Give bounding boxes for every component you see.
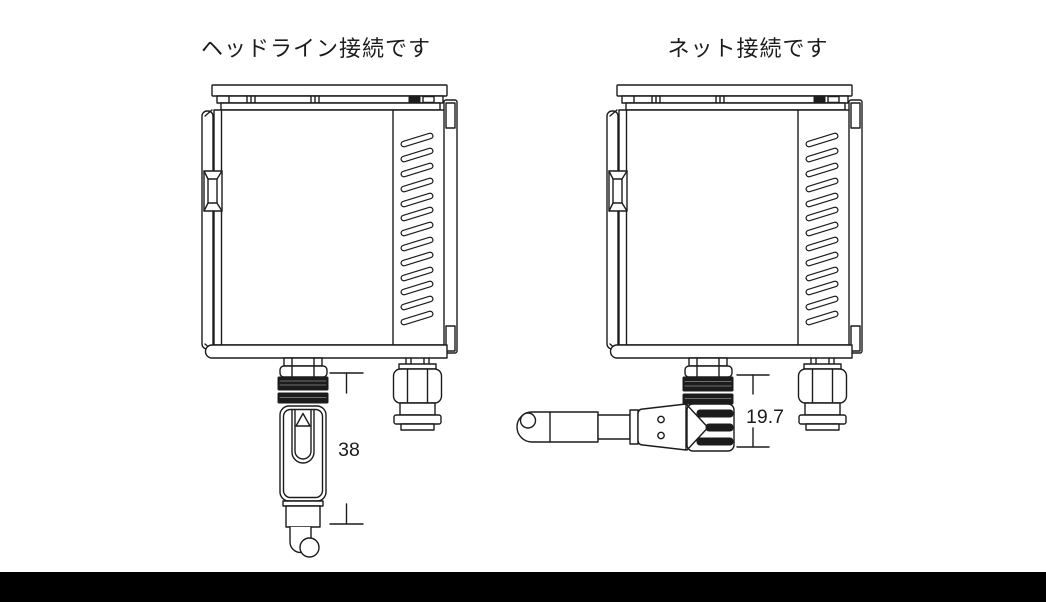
pneumatic-fitting-right <box>797 357 848 431</box>
right-angle-m12-connector <box>516 357 735 452</box>
figure-title-net-connection: ネット接続です <box>667 36 829 61</box>
figure-title-headline-connection: ヘッドライン接続です <box>200 36 431 61</box>
dimension-value-headline: 38 <box>338 439 360 461</box>
footer-bar <box>0 572 1046 602</box>
straight-m12-connector <box>277 357 329 558</box>
device-net-connection: 19.7 <box>516 84 863 452</box>
pneumatic-fitting-left <box>392 357 443 431</box>
dimension-net: 19.7 <box>736 374 784 448</box>
dimension-headline: 38 <box>329 372 364 525</box>
orientation-triangle-icon <box>295 412 311 427</box>
dimension-value-net: 19.7 <box>746 406 784 428</box>
device-headline-connection: 38 <box>201 84 458 558</box>
